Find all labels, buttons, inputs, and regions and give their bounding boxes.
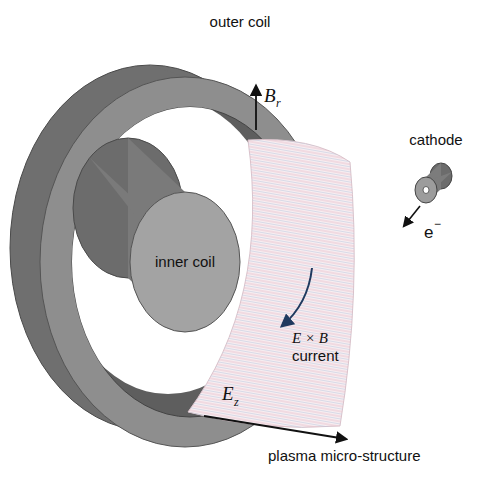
current-label: current (292, 348, 339, 365)
current-label: E × B (292, 330, 328, 347)
part-name: outer coil (210, 14, 271, 31)
exb-arrow (282, 268, 312, 326)
part-name: cathode (409, 132, 462, 149)
field-subscript: z (234, 396, 239, 409)
part-name: plasma micro-structure (268, 448, 421, 465)
particle-symbol: e (424, 224, 433, 243)
electron-arrow (404, 206, 420, 226)
field-symbol: B (264, 86, 276, 107)
field-symbol: E (222, 384, 234, 405)
plasma-texture (188, 139, 354, 427)
part-name: inner coil (155, 254, 215, 271)
cathode-face (415, 177, 437, 203)
cathode-orifice (423, 187, 429, 194)
br-arrow (255, 86, 257, 130)
plasma-sheet (188, 139, 354, 427)
inner-coil-face (130, 192, 240, 332)
field-subscript: r (276, 97, 281, 110)
ez-arrow (204, 416, 346, 439)
particle-superscript: − (434, 218, 441, 231)
